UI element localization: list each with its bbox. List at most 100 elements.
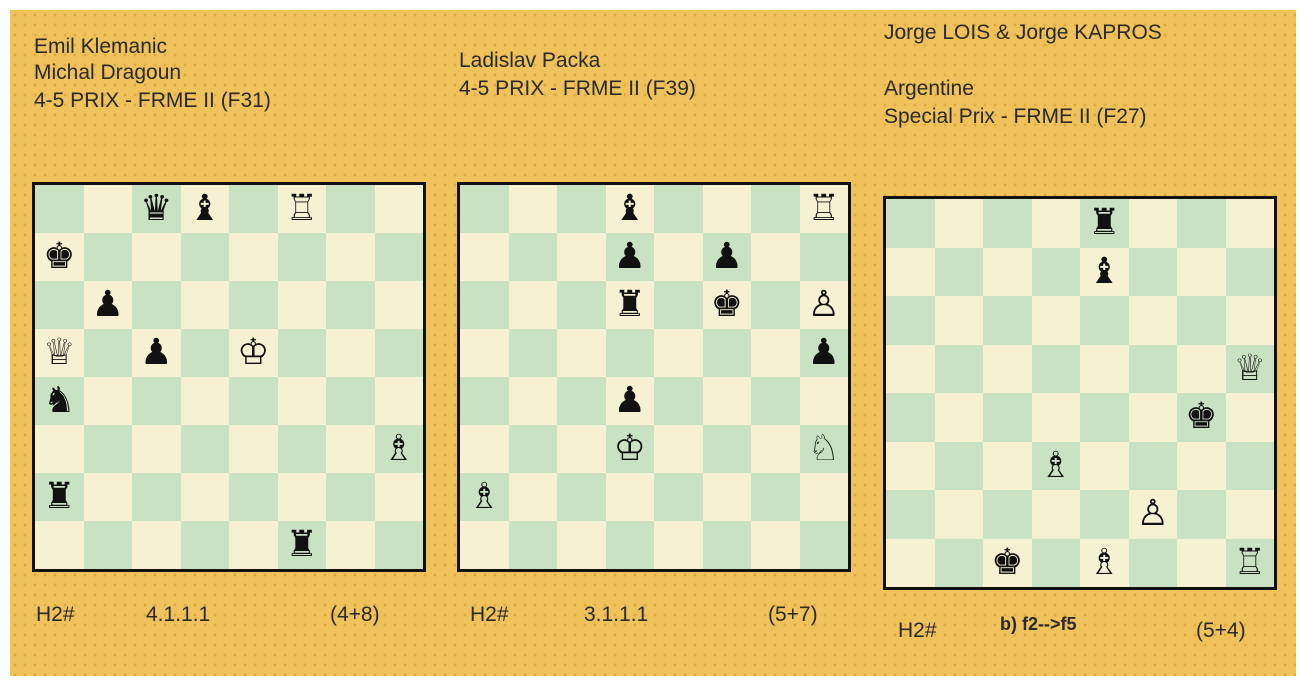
square-a2	[886, 490, 935, 539]
problem2-solutions: 3.1.1.1	[584, 602, 648, 627]
square-h8	[375, 185, 424, 233]
square-d4: ♟	[606, 377, 655, 425]
square-c1	[557, 521, 606, 569]
black-rook-icon: ♜	[1088, 205, 1120, 241]
problem2-author-1: Ladislav Packa	[459, 48, 600, 73]
square-b5	[509, 329, 558, 377]
square-c5: ♟	[132, 329, 181, 377]
problem2-stipulation: H2#	[470, 602, 509, 627]
black-pawn-icon: ♟	[808, 335, 840, 371]
problem1-author-2: Michal Dragoun	[34, 60, 181, 85]
problem1-solutions: 4.1.1.1	[146, 602, 210, 627]
square-f4	[278, 377, 327, 425]
square-a7: ♚	[35, 233, 84, 281]
square-c6	[983, 296, 1032, 345]
square-f2: ♙	[1129, 490, 1178, 539]
square-g1	[1177, 539, 1226, 588]
square-e8	[229, 185, 278, 233]
square-c3	[557, 425, 606, 473]
problem2-award: 4-5 PRIX - FRME II (F39)	[459, 76, 696, 101]
square-a8	[35, 185, 84, 233]
black-pawn-icon: ♟	[614, 383, 646, 419]
square-d7	[1032, 248, 1081, 297]
square-b3	[935, 442, 984, 491]
square-e6	[1080, 296, 1129, 345]
square-b8	[935, 199, 984, 248]
square-f5	[1129, 345, 1178, 394]
square-g2	[1177, 490, 1226, 539]
white-pawn-icon: ♙	[808, 287, 840, 323]
square-g8	[326, 185, 375, 233]
square-h7	[800, 233, 849, 281]
black-king-icon: ♚	[43, 239, 75, 275]
square-c2	[983, 490, 1032, 539]
black-queen-icon: ♛	[140, 191, 172, 227]
black-bishop-icon: ♝	[189, 191, 221, 227]
white-rook-icon: ♖	[1234, 545, 1266, 581]
square-g3	[751, 425, 800, 473]
square-h2	[1226, 490, 1275, 539]
square-f3	[1129, 442, 1178, 491]
square-b6	[935, 296, 984, 345]
square-a4: ♞	[35, 377, 84, 425]
square-d7: ♟	[606, 233, 655, 281]
square-b4	[509, 377, 558, 425]
square-d6	[1032, 296, 1081, 345]
square-f2	[278, 473, 327, 521]
problem1-author-1: Emil Klemanic	[34, 34, 167, 59]
square-a1	[460, 521, 509, 569]
problem3-board: ♜♝♕♚♗♙♚♗♖	[883, 196, 1277, 590]
square-c7	[557, 233, 606, 281]
square-f8	[703, 185, 752, 233]
problem3-piece-count: (5+4)	[1196, 618, 1246, 643]
problem3-author-3: Argentine	[884, 76, 974, 101]
square-d1	[181, 521, 230, 569]
square-b2	[84, 473, 133, 521]
square-c2	[132, 473, 181, 521]
square-d1	[1032, 539, 1081, 588]
problem1-piece-count: (4+8)	[330, 602, 380, 627]
square-e7: ♝	[1080, 248, 1129, 297]
black-pawn-icon: ♟	[711, 239, 743, 275]
square-g2	[326, 473, 375, 521]
square-b2	[935, 490, 984, 539]
black-rook-icon: ♜	[43, 479, 75, 515]
square-b7	[509, 233, 558, 281]
square-f7: ♟	[703, 233, 752, 281]
square-f1	[703, 521, 752, 569]
square-d3: ♗	[1032, 442, 1081, 491]
problem1-award: 4-5 PRIX - FRME II (F31)	[34, 88, 271, 113]
square-b6	[509, 281, 558, 329]
square-f2	[703, 473, 752, 521]
square-d3: ♔	[606, 425, 655, 473]
square-a7	[460, 233, 509, 281]
square-c8	[557, 185, 606, 233]
black-bishop-icon: ♝	[1088, 254, 1120, 290]
black-pawn-icon: ♟	[614, 239, 646, 275]
square-g2	[751, 473, 800, 521]
square-h3: ♘	[800, 425, 849, 473]
problem3-award: Special Prix - FRME II (F27)	[884, 104, 1147, 129]
problem1-board: ♛♝♖♚♟♕♟♔♞♗♜♜	[32, 182, 426, 572]
square-d8	[1032, 199, 1081, 248]
square-g3	[1177, 442, 1226, 491]
square-d3	[181, 425, 230, 473]
square-c7	[983, 248, 1032, 297]
square-a6	[886, 296, 935, 345]
square-h5: ♟	[800, 329, 849, 377]
square-b1	[935, 539, 984, 588]
white-queen-icon: ♕	[43, 335, 75, 371]
square-f7	[278, 233, 327, 281]
problem1-stipulation: H2#	[36, 602, 75, 627]
square-g8	[751, 185, 800, 233]
square-f3	[703, 425, 752, 473]
square-b7	[84, 233, 133, 281]
square-e8: ♜	[1080, 199, 1129, 248]
square-e2	[654, 473, 703, 521]
square-a6	[460, 281, 509, 329]
square-a5	[886, 345, 935, 394]
square-g7	[326, 233, 375, 281]
square-e4	[654, 377, 703, 425]
white-pawn-icon: ♙	[1137, 496, 1169, 532]
square-h3	[1226, 442, 1275, 491]
